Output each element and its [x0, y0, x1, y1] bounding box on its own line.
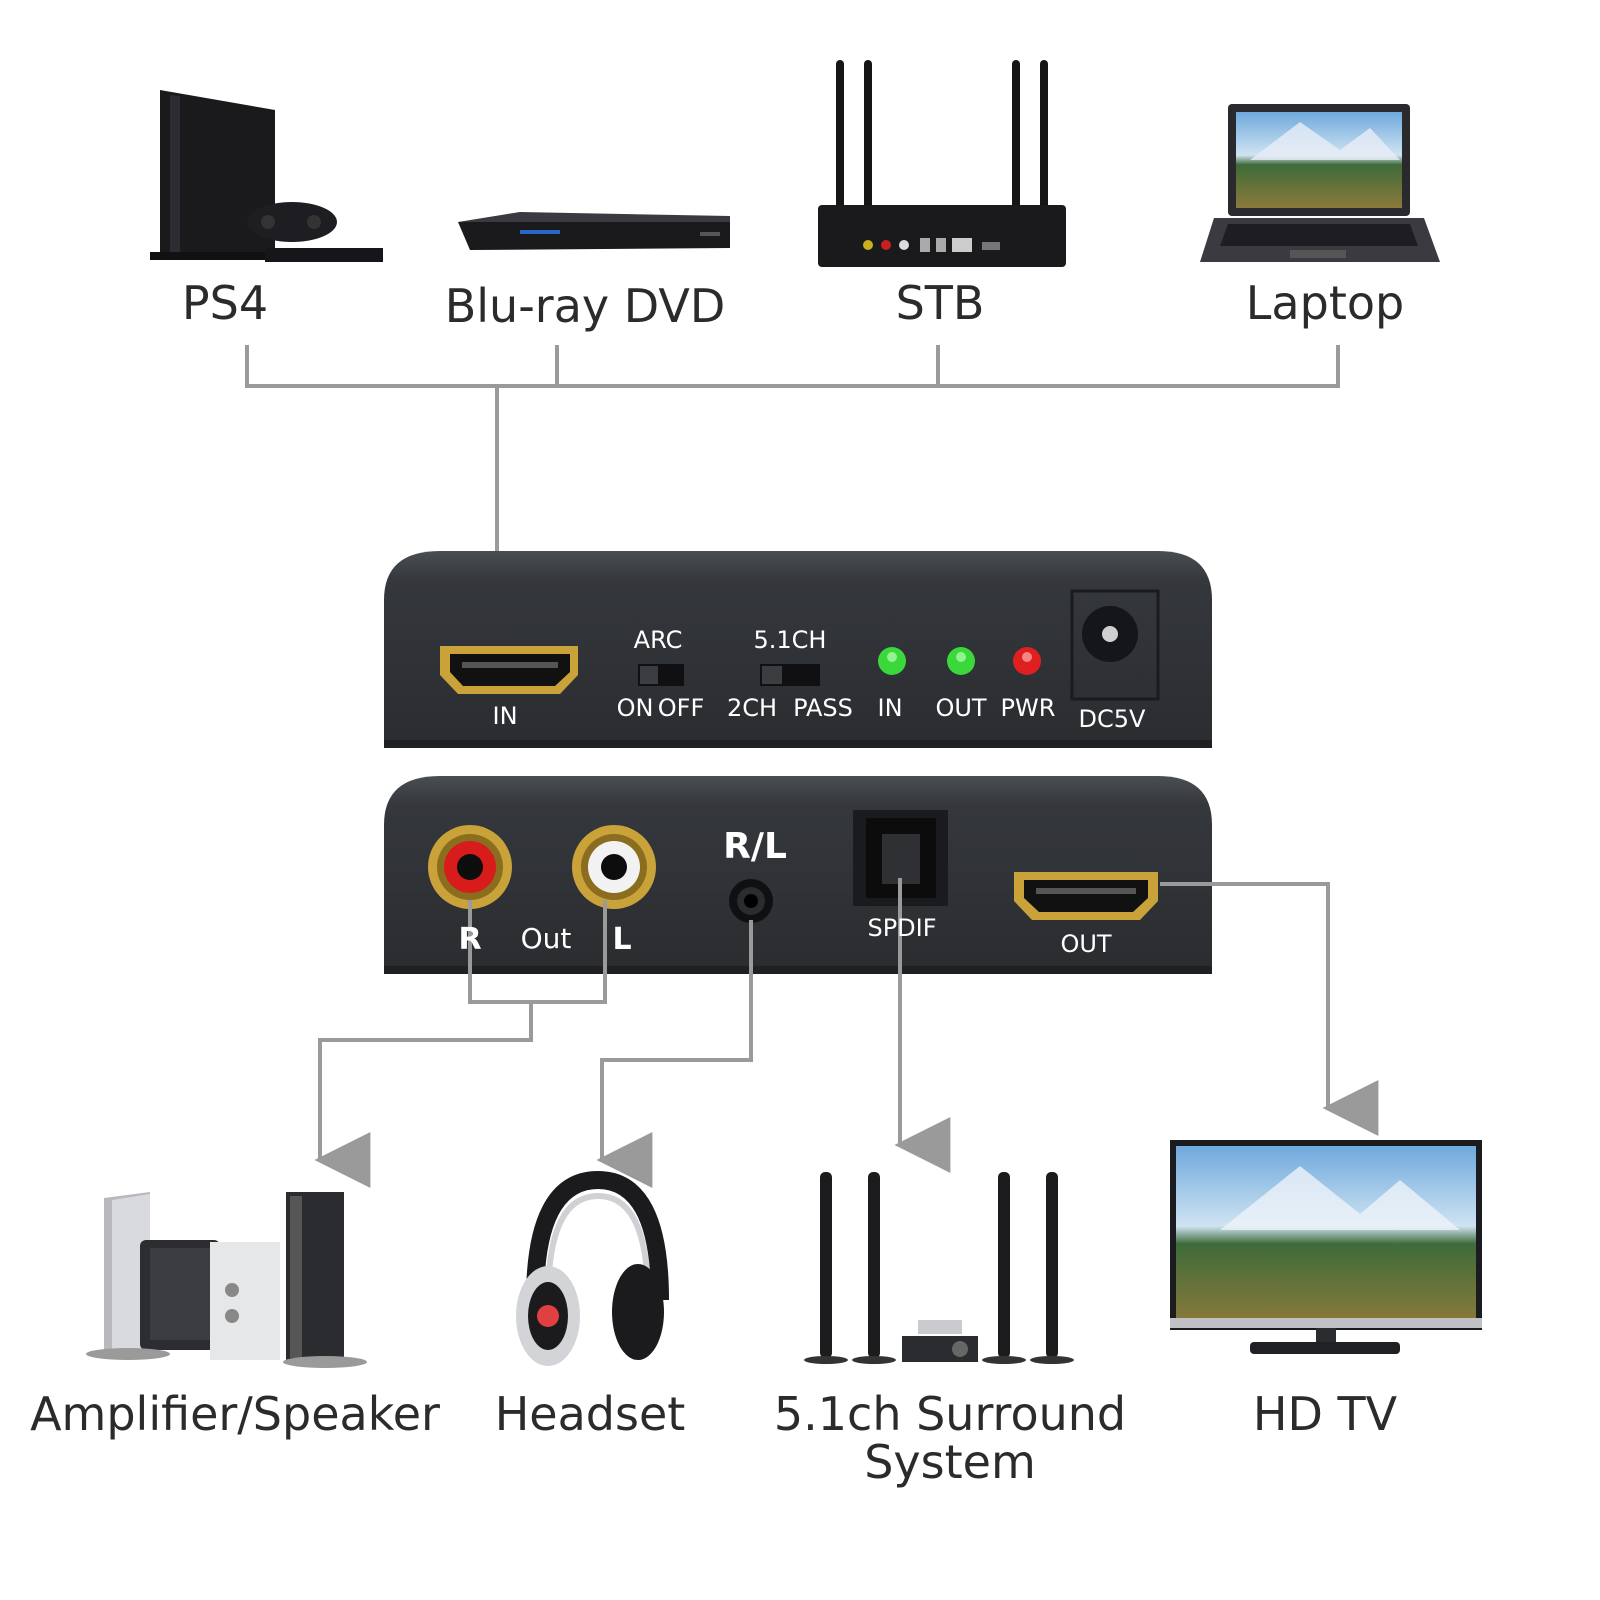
device-front-panel: [384, 551, 1212, 748]
hd-tv-icon: [1170, 1140, 1482, 1354]
rca-right-jack: [428, 825, 512, 909]
ps4-console-icon: [150, 90, 383, 262]
output-label-headset: Headset: [494, 1387, 686, 1441]
mode-switch[interactable]: [760, 664, 820, 686]
hdmi-out-label: OUT: [1060, 930, 1112, 958]
speaker-set-icon: [86, 1192, 367, 1368]
output-label-surround: 5.1ch Surround System: [773, 1387, 1127, 1489]
arc-switch[interactable]: [638, 664, 684, 686]
surround-system-icon: [804, 1172, 1074, 1364]
headphones-icon: [516, 1170, 669, 1366]
mode-title-label: 5.1CH: [753, 626, 827, 654]
output-lines: [314, 878, 1379, 1188]
spdif-label: SPDIF: [867, 914, 937, 942]
led-out-label: OUT: [935, 694, 987, 722]
hdmi-in-port: [440, 646, 578, 694]
led-pwr-highlight: [1022, 652, 1032, 662]
led-out-highlight: [956, 652, 966, 662]
rca-l-label: L: [612, 922, 632, 957]
mode-pass-label: PASS: [793, 694, 853, 722]
rca-r-label: R: [458, 922, 482, 957]
device-back-panel: [384, 776, 1212, 974]
audio-jack-3-5mm: [729, 879, 773, 923]
rca-left-jack: [572, 825, 656, 909]
arc-on-label: ON: [616, 694, 654, 722]
bluray-player-icon: [458, 212, 730, 250]
source-label-ps4: PS4: [181, 276, 269, 330]
rca-out-label: Out: [520, 922, 572, 955]
led-in-highlight: [887, 652, 897, 662]
arc-off-label: OFF: [657, 694, 705, 722]
output-label-amplifier: Amplifier/Speaker: [30, 1387, 440, 1441]
hdmi-out-port: [1014, 872, 1158, 920]
set-top-box-icon: [818, 60, 1066, 267]
mode-2ch-label: 2CH: [726, 694, 778, 722]
arc-title-label: ARC: [633, 626, 683, 654]
source-label-bluray: Blu-ray DVD: [444, 279, 726, 333]
source-label-stb: STB: [895, 276, 985, 330]
led-pwr-label: PWR: [1000, 694, 1056, 722]
output-label-hdtv: HD TV: [1252, 1387, 1398, 1441]
laptop-icon: [1200, 104, 1440, 262]
source-label-laptop: Laptop: [1245, 276, 1405, 330]
jack-label: R/L: [723, 826, 787, 867]
dc-label: DC5V: [1078, 705, 1146, 733]
dc-power-jack: [1070, 589, 1160, 701]
hdmi-in-label: IN: [492, 702, 518, 730]
led-in-label: IN: [877, 694, 903, 722]
spdif-optical-port: [853, 810, 948, 906]
